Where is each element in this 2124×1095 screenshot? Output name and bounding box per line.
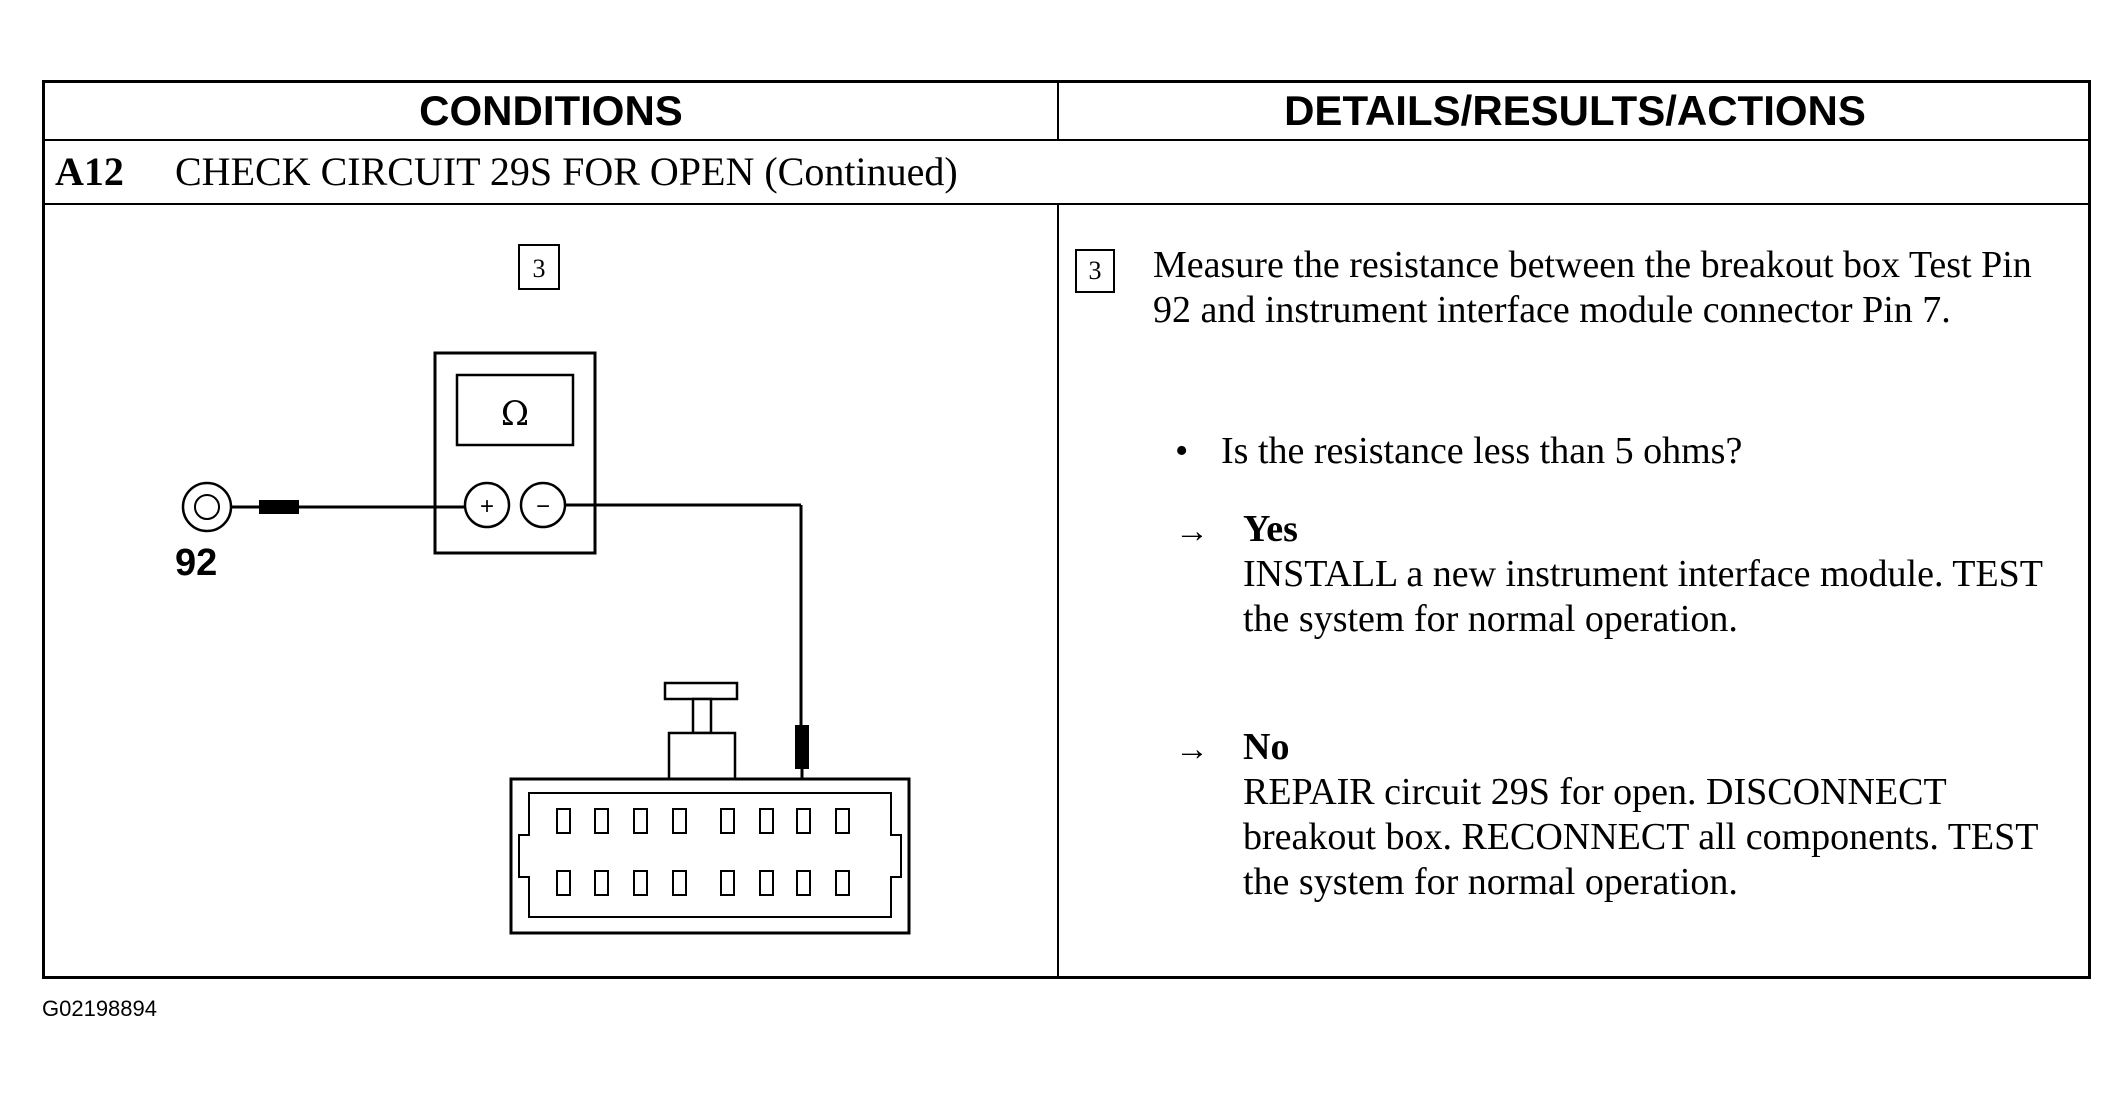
- answer-yes: Yes INSTALL a new instrument interface m…: [1243, 507, 2063, 642]
- module-connector: [509, 681, 911, 935]
- positive-terminal: [463, 481, 511, 529]
- details-column: 3 Measure the resistance between the bre…: [1059, 205, 2089, 979]
- details-heading: DETAILS/RESULTS/ACTIONS: [1284, 87, 1866, 134]
- table-header: CONDITIONS DETAILS/RESULTS/ACTIONS: [45, 83, 2088, 141]
- answer-no-action: REPAIR circuit 29S for open. DISCONNECT …: [1243, 771, 2038, 903]
- bullet: •: [1175, 430, 1189, 472]
- step-title: CHECK CIRCUIT 29S FOR OPEN (Continued): [175, 149, 958, 194]
- answer-no-label: No: [1243, 726, 1290, 768]
- arrow-yes-icon: →: [1175, 513, 1209, 550]
- diagram-step-number: 3: [533, 254, 546, 283]
- pin-92-label: 92: [175, 542, 217, 584]
- answer-yes-label: Yes: [1243, 508, 1298, 550]
- step-title-row: A12 CHECK CIRCUIT 29S FOR OPEN (Continue…: [45, 141, 2088, 205]
- instruction-text: Measure the resistance between the break…: [1153, 244, 2032, 331]
- figure-id: G02198894: [42, 996, 157, 1021]
- body-divider: [1057, 205, 1059, 979]
- test-diagram: 3 Ω + − 92: [45, 205, 1057, 979]
- connector-pins: [556, 808, 850, 896]
- details-step-marker: 3: [1075, 249, 1115, 293]
- ohmmeter: Ω + −: [433, 351, 597, 555]
- test-pin-92: 92: [175, 481, 233, 584]
- question-text: Is the resistance less than 5 ohms?: [1221, 430, 1743, 472]
- diagram-step-marker: 3: [518, 244, 560, 290]
- ohm-symbol: Ω: [501, 394, 529, 434]
- minus-sign: −: [536, 493, 550, 520]
- conditions-heading: CONDITIONS: [419, 87, 683, 134]
- answer-yes-action: INSTALL a new instrument interface modul…: [1243, 553, 2043, 640]
- header-divider: [1057, 83, 1059, 141]
- arrow-no-icon: →: [1175, 731, 1209, 768]
- step-number: A12: [55, 149, 124, 194]
- plus-sign: +: [480, 493, 494, 520]
- procedure-table: CONDITIONS DETAILS/RESULTS/ACTIONS A12 C…: [42, 80, 2091, 979]
- answer-no: No REPAIR circuit 29S for open. DISCONNE…: [1243, 725, 2063, 905]
- diagram-svg: 3 Ω + − 92: [175, 244, 911, 935]
